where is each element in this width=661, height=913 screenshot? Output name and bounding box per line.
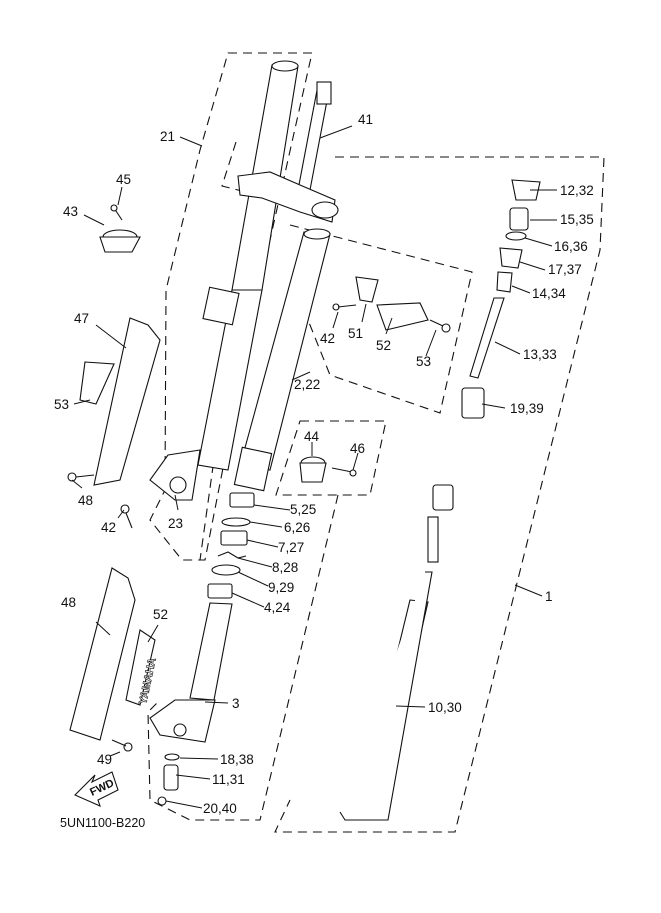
callout-6-26: 6,26 [284, 520, 310, 535]
fork-guard-left [67, 317, 161, 529]
clamp [299, 456, 357, 483]
callout-16-36: 16,36 [554, 239, 588, 254]
steering-stem [297, 81, 332, 191]
right-fork-parts [339, 179, 541, 821]
inner-tube [233, 228, 331, 492]
callout-11-31: 11,31 [212, 772, 245, 787]
outer-tube [149, 602, 233, 743]
callout-46: 47 [74, 311, 89, 326]
callout-1: 1 [545, 589, 553, 604]
guide-group-outline [289, 224, 473, 414]
callout-45-top: 45 [116, 172, 131, 187]
clamp-group-outline [275, 420, 387, 496]
callout-43: 43 [63, 204, 78, 219]
callout-12-32: 12,32 [560, 183, 594, 198]
callout-48-top: 48 [78, 493, 93, 508]
callout-3: 3 [232, 696, 240, 711]
callout-7-27: 7,27 [278, 540, 304, 555]
callout-44: 44 [304, 429, 320, 444]
outer-tube-group-outline [147, 494, 339, 821]
callout-14-34: 14,34 [532, 286, 566, 301]
callout-9-29: 9,29 [268, 580, 294, 595]
handlebar-holder [99, 204, 141, 253]
callout-10-30: 10,30 [428, 700, 462, 715]
callout-47: 48 [61, 595, 76, 610]
fork-guard-right: YAMAHA [69, 567, 159, 752]
guide-assembly [332, 276, 451, 333]
callout-53: 53 [54, 397, 69, 412]
callout-labels: 21 41 45 43 47 53 48 42 23 2,22 42 51 52… [54, 112, 594, 816]
callout-5-25: 5,25 [290, 502, 316, 517]
seal-stack [207, 492, 255, 599]
drawing-code: 5UN1100-B220 [60, 816, 145, 830]
callout-50: 52 [376, 338, 391, 353]
callout-42-left: 42 [101, 520, 116, 535]
bottom-parts [157, 753, 180, 806]
leader-lines [71, 125, 557, 809]
callout-48-bottom: 49 [97, 752, 112, 767]
callout-45-box: 46 [350, 441, 365, 456]
callout-15-35: 15,35 [560, 212, 594, 227]
callout-21: 21 [160, 129, 175, 144]
callout-42-box: 42 [320, 331, 335, 346]
callout-20-40: 20,40 [203, 801, 237, 816]
callout-49: 51 [348, 326, 363, 341]
callout-41: 41 [358, 112, 373, 127]
right-fork-assembly-outline [274, 156, 605, 833]
callout-17-37: 17,37 [548, 262, 582, 277]
callout-19-39: 19,39 [510, 401, 544, 416]
callout-23: 23 [168, 516, 183, 531]
callout-18-38: 18,38 [220, 752, 254, 767]
callout-52: 52 [153, 607, 168, 622]
callout-4-24: 4,24 [264, 600, 291, 615]
triple-clamp [237, 171, 339, 223]
fwd-arrow: FWD [74, 771, 119, 808]
callout-2-22: 2,22 [294, 377, 320, 392]
callout-13-33: 13,33 [523, 347, 557, 362]
callout-8-28: 8,28 [272, 560, 298, 575]
callout-51: 53 [416, 354, 431, 369]
